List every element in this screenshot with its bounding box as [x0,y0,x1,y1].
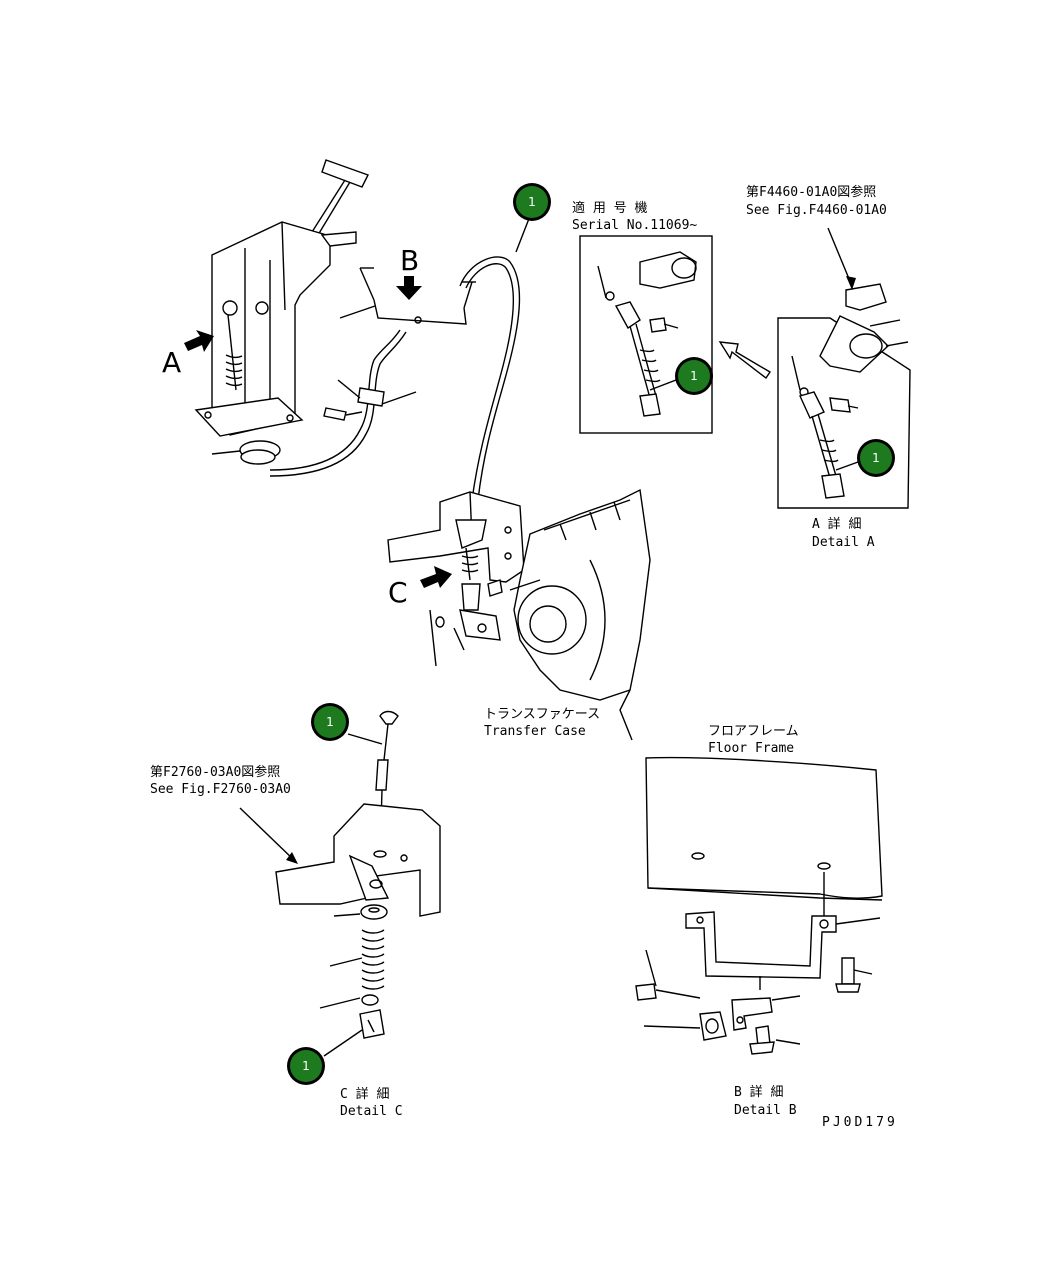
inset-frame [579,235,713,434]
floor-label-en: Floor Frame [708,741,794,756]
hollow-arrow [718,341,771,380]
ref-a-en: See Fig.F4460-01A0 [746,203,887,218]
callout-1-cable: 1 [513,183,551,253]
detail-c: 第F2760-03A0図参照 See Fig.F2760-03A0 C 詳 細 … [150,710,441,1119]
view-arrow-c: C [388,566,452,609]
view-arrow-a: A [162,330,214,379]
ref-c-en: See Fig.F2760-03A0 [150,782,291,797]
callout-number: 1 [872,451,880,465]
detail-a-en: Detail A [812,535,875,550]
view-label-c: C [388,576,408,609]
detail-b: フロアフレーム Floor Frame B 詳 細 Detail B [635,724,883,1118]
detail-c-en: Detail C [340,1104,403,1119]
ref-c-jp: 第F2760-03A0図参照 [150,764,280,780]
callout-1-detail-c-top: 1 [311,703,383,745]
callout-1-detail-c-bottom: 1 [287,1029,363,1085]
detail-c-jp: C 詳 細 [340,1086,389,1102]
serial-label-en: Serial No.11069~ [572,218,697,233]
callout-number: 1 [528,195,536,209]
lever-assembly [194,159,521,501]
view-arrow-b: B [396,244,422,300]
drawing-code: PJ0D179 [822,1115,898,1130]
serial-inset: 適 用 号 機 Serial No.11069~ [572,200,713,434]
detail-a: 第F4460-01A0図参照 See Fig.F4460-01A0 A 詳 細 … [746,184,911,550]
detail-b-en: Detail B [734,1103,797,1118]
floor-label-jp: フロアフレーム [708,724,799,739]
callout-number: 1 [326,715,334,729]
detail-b-jp: B 詳 細 [734,1084,783,1100]
callout-1-serial: 1 [649,357,713,395]
transfer-label-en: Transfer Case [484,724,586,739]
transfer-case [387,488,651,741]
callout-number: 1 [302,1059,310,1073]
detail-a-jp: A 詳 細 [812,516,861,532]
ref-a-jp: 第F4460-01A0図参照 [746,184,876,200]
callout-1-detail-a: 1 [835,439,895,477]
view-label-a: A [162,346,181,379]
transfer-label-jp: トランスファケース [484,707,600,722]
serial-label-jp: 適 用 号 機 [572,200,647,216]
view-label-b: B [400,244,419,277]
callout-number: 1 [690,369,698,383]
